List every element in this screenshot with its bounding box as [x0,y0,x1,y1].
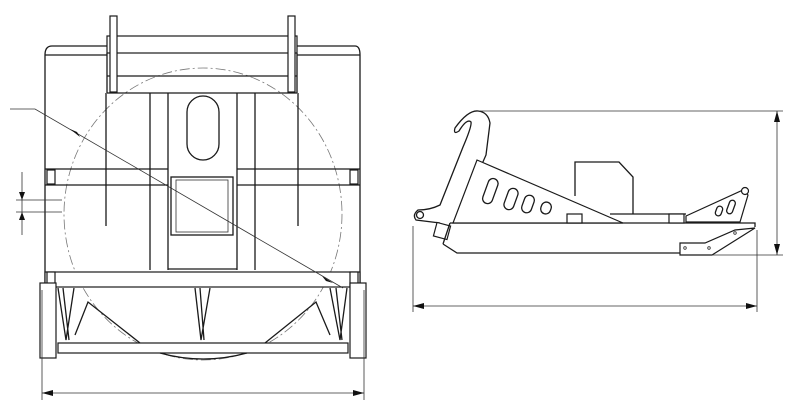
arrow-icon [42,390,53,396]
arrow-icon [19,192,25,200]
left-mount-plate [109,15,118,93]
rotor-circle [63,67,343,361]
inspection-plate [170,176,234,236]
oval-slot [186,95,220,161]
arrow-icon [746,303,757,309]
side-view [412,110,783,312]
right-skid [349,282,367,359]
arrow-icon [70,129,80,137]
rear-skid [679,227,756,256]
arrow-icon [774,244,780,255]
arrow-icon [774,111,780,122]
bottom-frame [57,342,349,354]
left-skid [39,282,57,359]
arrow-icon [413,303,424,309]
hook-arm [413,110,491,224]
top-tube [106,35,298,54]
arrow-icon [19,212,25,220]
lower-cross-bar [44,271,361,288]
rear-plate [685,189,749,223]
front-view [10,15,367,400]
motor-housing [574,161,634,214]
arrow-icon [322,276,333,283]
side-plate [452,159,624,224]
arrow-icon [353,390,364,396]
housing-outline [44,45,361,285]
right-mount-plate [287,15,296,93]
